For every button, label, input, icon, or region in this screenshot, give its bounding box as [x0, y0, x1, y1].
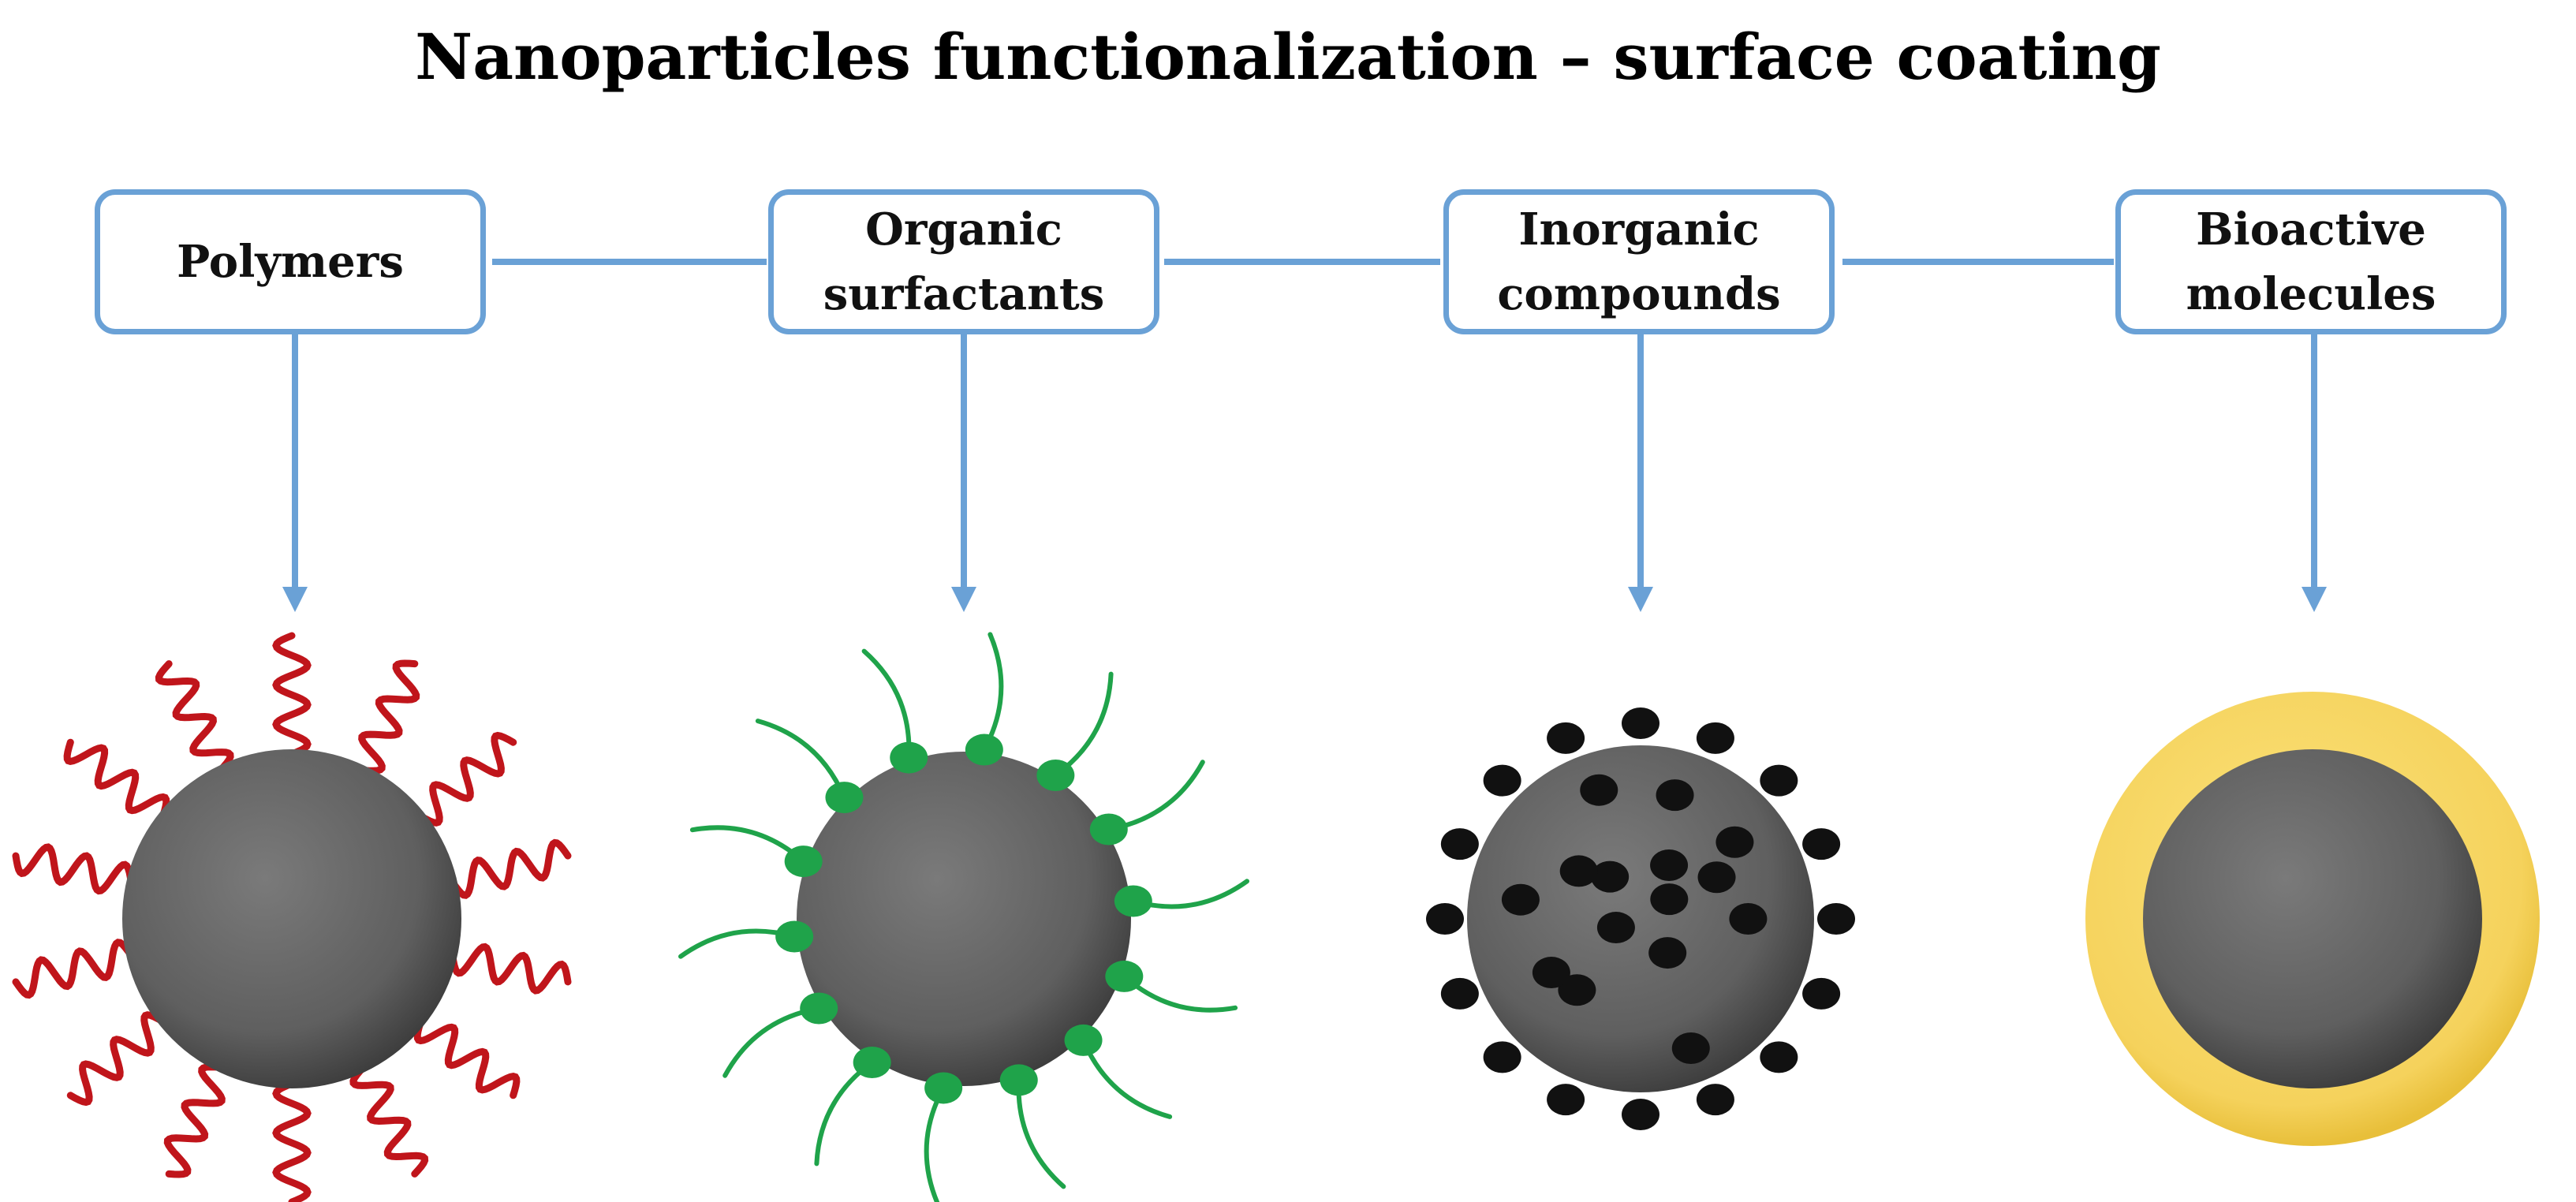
- page-title: Nanoparticles functionalization – surfac…: [415, 20, 2161, 94]
- surfactant-coated-nanoparticle: [678, 632, 1249, 1202]
- polymer-chain: [358, 659, 420, 775]
- inorganic-particle: [1656, 779, 1694, 812]
- inorganic-coated-nanoparticle: [1426, 707, 1855, 1130]
- surfactant-head: [1036, 760, 1075, 792]
- surfactant-head: [1064, 1024, 1103, 1056]
- polymer-chain: [12, 843, 135, 895]
- inorganic-particle: [1440, 977, 1479, 1010]
- inorganic-particle: [1622, 1099, 1659, 1130]
- surfactant-head: [1089, 813, 1128, 846]
- polymer-chain: [449, 838, 572, 899]
- polymer-chain: [12, 939, 135, 999]
- inorganic-particle: [1760, 764, 1798, 797]
- surfactant-tail: [981, 632, 1004, 752]
- polymer-chain: [163, 1063, 226, 1178]
- surfactant-tail: [1016, 1077, 1066, 1189]
- inorganic-particle: [1558, 974, 1596, 1006]
- inorganic-particle: [1547, 1084, 1585, 1116]
- inorganic-particle: [1622, 707, 1659, 739]
- surfactant-tail: [1053, 671, 1114, 778]
- nanoparticle-core: [797, 752, 1131, 1086]
- inorganic-particle: [1715, 826, 1754, 858]
- category-box-polymers: Polymers: [95, 189, 486, 334]
- surfactant-head: [965, 734, 1003, 766]
- inorganic-particle: [1696, 1084, 1734, 1116]
- polymer-chain: [416, 731, 517, 827]
- polymer-chain: [155, 660, 234, 775]
- polymer-chain: [413, 1017, 521, 1099]
- inorganic-particle: [1483, 764, 1521, 797]
- inorganic-particle: [1696, 722, 1734, 754]
- inorganic-particle: [1559, 855, 1598, 887]
- inorganic-particle: [1591, 860, 1630, 893]
- inorganic-particle: [1501, 883, 1540, 916]
- bioactive-coated-nanoparticle: [2085, 692, 2540, 1146]
- inorganic-particle: [1802, 977, 1841, 1010]
- surfactant-head: [890, 741, 928, 774]
- inorganic-particle: [1532, 957, 1570, 989]
- inorganic-particle: [1650, 883, 1689, 916]
- inorganic-particle: [1817, 903, 1855, 935]
- polymer-chain: [66, 1011, 167, 1107]
- inorganic-particle: [1671, 1032, 1710, 1065]
- surfactant-head: [800, 992, 838, 1025]
- polymer-chain: [272, 1080, 312, 1202]
- polymer-chain: [272, 632, 312, 758]
- surfactant-head: [825, 782, 864, 814]
- surfactant-head: [999, 1064, 1038, 1096]
- inorganic-particle: [1596, 912, 1635, 944]
- nanoparticle-core: [122, 749, 461, 1088]
- inorganic-particle: [1440, 828, 1479, 860]
- polymer-chain: [449, 943, 572, 995]
- surfactant-head: [775, 920, 814, 953]
- polymer-chain: [349, 1063, 429, 1178]
- inorganic-particle: [1697, 861, 1736, 894]
- inorganic-particle: [1547, 722, 1585, 754]
- surfactant-tail: [814, 1060, 875, 1167]
- category-label-polymers: Polymers: [177, 236, 404, 288]
- inorganic-particle: [1760, 1041, 1798, 1073]
- inorganic-particle: [1648, 937, 1687, 969]
- surfactant-head: [924, 1072, 963, 1104]
- inorganic-particle: [1729, 903, 1768, 935]
- inorganic-particle: [1426, 903, 1464, 935]
- surfactant-head: [853, 1046, 891, 1078]
- inorganic-particle: [1802, 828, 1841, 860]
- inorganic-particle: [1483, 1041, 1521, 1073]
- nanoparticle-core: [2143, 749, 2482, 1088]
- surfactant-head: [1114, 885, 1152, 917]
- surfactant-head: [784, 846, 823, 878]
- surfactant-tail: [924, 1085, 946, 1202]
- polymer-coated-nanoparticle: [12, 632, 572, 1202]
- polymer-chain: [63, 738, 170, 820]
- inorganic-particle: [1650, 849, 1689, 881]
- surfactant-tail: [861, 648, 912, 760]
- inorganic-particle: [1580, 774, 1618, 806]
- surfactant-head: [1105, 960, 1144, 992]
